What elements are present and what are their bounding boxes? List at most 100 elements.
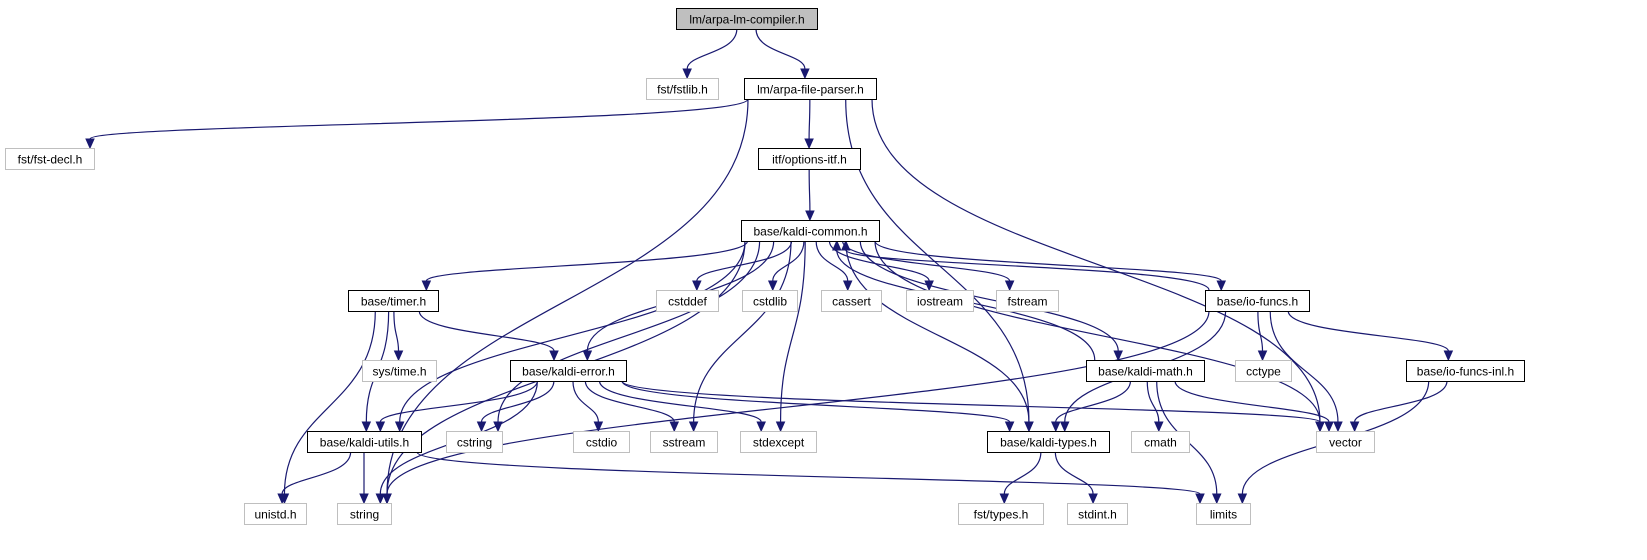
node-box bbox=[244, 503, 307, 525]
node-label: base/timer.h bbox=[361, 295, 426, 309]
node-optionsitf[interactable]: itf/options-itf.h bbox=[758, 148, 861, 170]
node-string: string bbox=[337, 503, 392, 525]
node-timer[interactable]: base/timer.h bbox=[348, 290, 439, 312]
node-vector: vector bbox=[1316, 431, 1375, 453]
node-fstlib: fst/fstlib.h bbox=[646, 78, 719, 100]
node-types[interactable]: base/kaldi-types.h bbox=[987, 431, 1110, 453]
node-box bbox=[821, 290, 882, 312]
edge-error-to-utils bbox=[375, 380, 538, 433]
node-fstdecl: fst/fst-decl.h bbox=[5, 148, 95, 170]
edge-error-to-types bbox=[621, 380, 1015, 433]
node-box bbox=[650, 431, 718, 453]
edge-common-to-iofuncs bbox=[874, 240, 1227, 292]
node-label: cctype bbox=[1246, 365, 1281, 379]
node-cctype: cctype bbox=[1235, 360, 1292, 382]
node-cstdlib: cstdlib bbox=[742, 290, 798, 312]
edge-math-to-types bbox=[1050, 380, 1132, 433]
node-label: base/io-funcs-inl.h bbox=[1417, 365, 1514, 379]
node-label: fstream bbox=[1007, 295, 1047, 309]
node-label: sys/time.h bbox=[372, 365, 426, 379]
edge-iofuncs-to-string bbox=[382, 310, 1210, 505]
edge-common-to-stdexcept bbox=[775, 240, 806, 433]
node-label: sstream bbox=[663, 436, 706, 450]
node-label: base/kaldi-math.h bbox=[1098, 365, 1193, 379]
node-box bbox=[362, 360, 437, 382]
node-cmath: cmath bbox=[1131, 431, 1190, 453]
edge-common-to-types bbox=[845, 240, 1034, 433]
node-label: base/kaldi-utils.h bbox=[320, 436, 409, 450]
node-cstddef: cstddef bbox=[656, 290, 719, 312]
edge-timer-to-unistd bbox=[279, 310, 376, 505]
edge-iofuncs-to-cctype bbox=[1257, 310, 1268, 362]
node-error[interactable]: base/kaldi-error.h bbox=[510, 360, 627, 382]
nodes-layer: lm/arpa-lm-compiler.h fst/fstlib.h lm/arpa… bbox=[5, 8, 1525, 525]
node-arpaparser[interactable]: lm/arpa-file-parser.h bbox=[744, 78, 877, 100]
edge-common-to-cstdlib bbox=[767, 240, 805, 292]
node-box bbox=[987, 431, 1110, 453]
node-iofuncs[interactable]: base/io-funcs.h bbox=[1205, 290, 1310, 312]
edge-iofuncs-to-common bbox=[840, 239, 1210, 291]
node-label: cstring bbox=[457, 436, 492, 450]
node-label: cassert bbox=[832, 295, 871, 309]
node-systime: sys/time.h bbox=[362, 360, 437, 382]
node-box bbox=[307, 431, 422, 453]
node-fstream: fstream bbox=[996, 290, 1059, 312]
node-limits: limits bbox=[1196, 503, 1251, 525]
node-sstream: sstream bbox=[650, 431, 718, 453]
node-label: base/io-funcs.h bbox=[1217, 295, 1298, 309]
node-unistd: unistd.h bbox=[244, 503, 307, 525]
edge-optionsitf-to-common bbox=[805, 168, 815, 222]
edge-types-to-fsttypes bbox=[999, 451, 1042, 505]
node-box bbox=[337, 503, 392, 525]
node-common[interactable]: base/kaldi-common.h bbox=[741, 220, 880, 242]
node-box bbox=[744, 78, 877, 100]
node-stdint: stdint.h bbox=[1067, 503, 1128, 525]
node-label: fst/fst-decl.h bbox=[18, 153, 83, 167]
edge-utils-to-limits bbox=[416, 451, 1205, 505]
edge-root-to-arpaparser bbox=[755, 28, 810, 80]
node-box bbox=[446, 431, 503, 453]
edge-utils-to-string bbox=[359, 452, 369, 505]
node-box bbox=[1316, 431, 1375, 453]
node-box bbox=[742, 290, 798, 312]
node-box bbox=[656, 290, 719, 312]
edge-common-to-math bbox=[859, 240, 1123, 362]
edge-iofuncs-to-iofuncsinl bbox=[1287, 310, 1454, 362]
node-cstring: cstring bbox=[446, 431, 503, 453]
node-label: base/kaldi-common.h bbox=[753, 225, 867, 239]
edge-error-to-sstream bbox=[584, 380, 680, 433]
node-label: cstddef bbox=[668, 295, 707, 309]
edge-utils-to-unistd bbox=[277, 451, 352, 505]
node-label: vector bbox=[1329, 436, 1362, 450]
edge-math-to-vector bbox=[1174, 380, 1334, 433]
node-iostream: iostream bbox=[906, 290, 974, 312]
node-utils[interactable]: base/kaldi-utils.h bbox=[307, 431, 422, 453]
node-root[interactable]: lm/arpa-lm-compiler.h bbox=[676, 8, 818, 30]
node-label: fst/fstlib.h bbox=[657, 83, 708, 97]
edge-iofuncs-to-vector bbox=[1269, 310, 1343, 433]
node-box bbox=[1131, 431, 1190, 453]
node-label: iostream bbox=[917, 295, 963, 309]
edge-common-to-timer bbox=[421, 240, 749, 292]
node-label: stdexcept bbox=[753, 436, 805, 450]
node-box bbox=[676, 8, 818, 30]
edge-timer-to-systime bbox=[393, 310, 404, 362]
node-label: cstdio bbox=[586, 436, 618, 450]
node-label: base/kaldi-types.h bbox=[1000, 436, 1097, 450]
node-label: cmath bbox=[1144, 436, 1177, 450]
edge-types-to-stdint bbox=[1054, 451, 1098, 505]
node-label: fst/types.h bbox=[974, 508, 1029, 522]
node-fsttypes: fst/types.h bbox=[958, 503, 1044, 525]
edge-common-to-cassert bbox=[815, 240, 853, 292]
node-cstdio: cstdio bbox=[573, 431, 630, 453]
node-label: cstdlib bbox=[753, 295, 787, 309]
node-label: lm/arpa-file-parser.h bbox=[757, 83, 864, 97]
node-label: stdint.h bbox=[1078, 508, 1117, 522]
node-box bbox=[741, 220, 880, 242]
node-math[interactable]: base/kaldi-math.h bbox=[1086, 360, 1205, 382]
node-stdexcept: stdexcept bbox=[740, 431, 817, 453]
edge-math-to-cmath bbox=[1146, 380, 1164, 433]
node-iofuncsinl[interactable]: base/io-funcs-inl.h bbox=[1406, 360, 1525, 382]
edge-error-to-cstdio bbox=[572, 380, 604, 433]
